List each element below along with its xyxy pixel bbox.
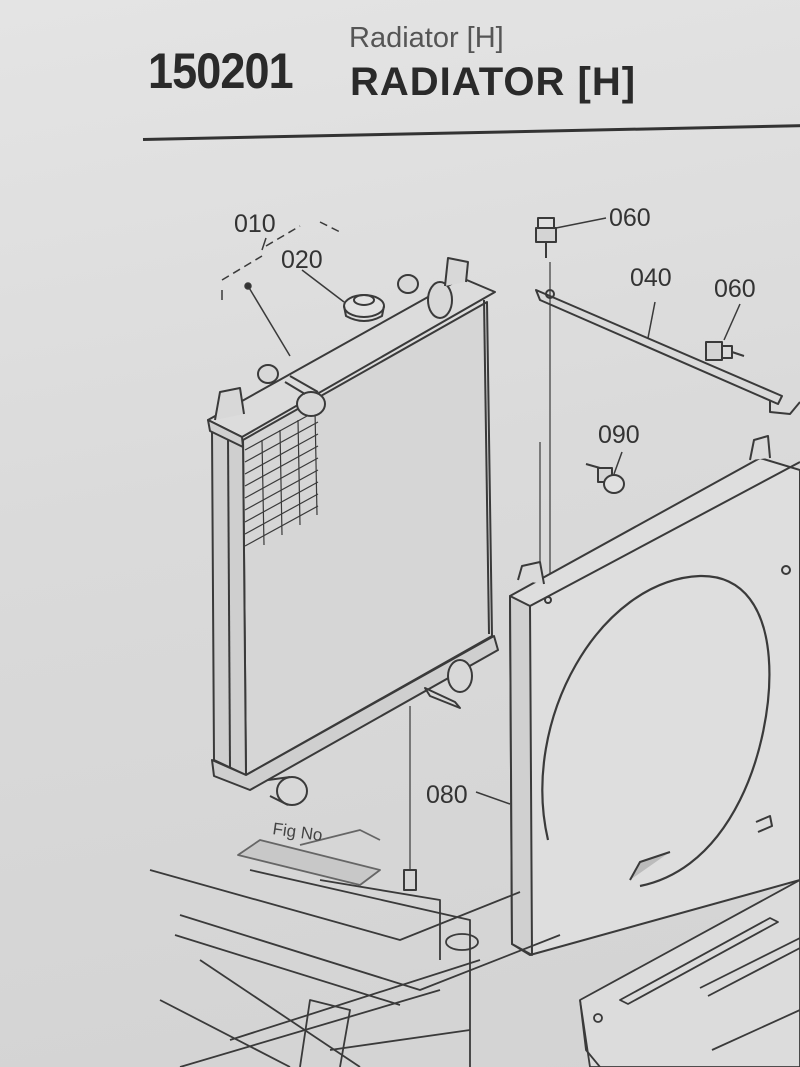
callout-010: 010 [234, 210, 276, 238]
callout-090: 090 [598, 421, 640, 449]
callout-060-top: 060 [609, 204, 651, 232]
radiator-cap [343, 294, 385, 322]
callout-060-right: 060 [714, 275, 756, 303]
page-title: RADIATOR [H] [350, 60, 637, 104]
part-number: 150201 [148, 43, 294, 99]
page-subtitle: Radiator [H] [349, 22, 504, 54]
callout-080: 080 [426, 781, 468, 809]
fan-shroud [475, 435, 800, 956]
radiator-core [207, 257, 499, 806]
bolt-060-top [535, 217, 607, 596]
callout-040: 040 [630, 264, 672, 292]
callout-020: 020 [281, 246, 323, 274]
upper-bracket [535, 289, 800, 415]
chassis-frame [149, 829, 561, 1067]
bolt-060-right [705, 303, 745, 361]
fig-number-label: Fig No [271, 819, 323, 845]
base-plate [579, 879, 800, 1067]
